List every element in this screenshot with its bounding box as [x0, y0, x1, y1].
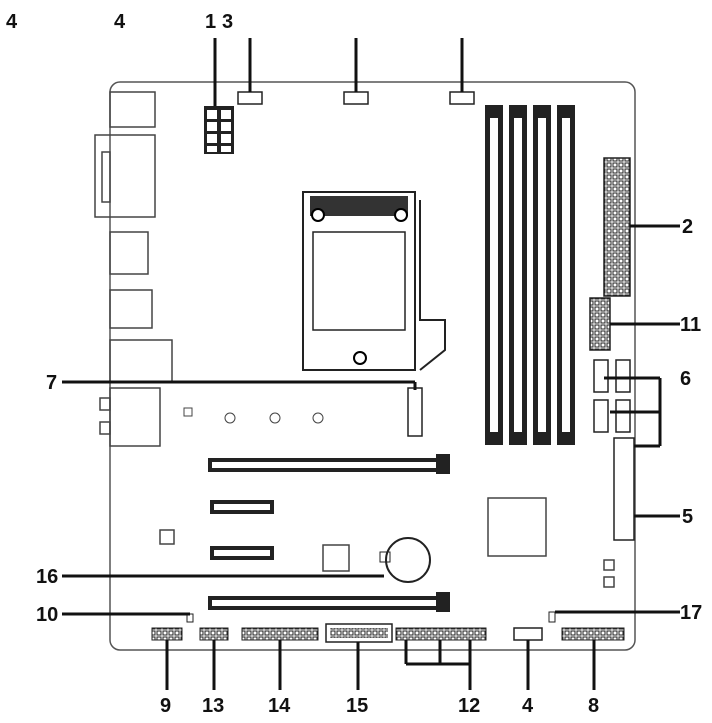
atx-24pin-connector	[603, 157, 631, 297]
board-outline	[109, 81, 636, 651]
dimm-slots	[485, 105, 575, 445]
callout-13: 13	[202, 695, 224, 717]
callout-7: 7	[46, 372, 57, 394]
callout-labels: 4 4 1 3 2 11 7 6 5 16 10 17 9 13 14 15 1…	[6, 11, 702, 717]
callout-17: 17	[680, 602, 702, 624]
callout-11: 11	[680, 314, 701, 336]
usb3-header	[589, 297, 611, 351]
rear-io-panel	[94, 91, 173, 447]
callout-12: 12	[458, 695, 480, 717]
sata-connectors	[593, 359, 631, 433]
bottom-headers	[151, 611, 625, 643]
callout-2: 2	[682, 216, 693, 238]
callout-6: 6	[680, 368, 691, 390]
cmos-battery	[385, 537, 431, 583]
callout-16: 16	[36, 566, 58, 588]
callout-15: 15	[346, 695, 368, 717]
callout-14: 14	[268, 695, 291, 717]
legacy-connector	[613, 437, 635, 541]
callout-9: 9	[160, 695, 171, 717]
callout-lines	[62, 38, 680, 690]
fan-headers-top	[237, 91, 475, 105]
atx-12v-connector	[204, 106, 234, 154]
m2-slot	[183, 387, 423, 437]
pcie-slots	[208, 454, 450, 612]
callout-4-top-left: 4	[6, 11, 18, 33]
cpu-socket	[302, 191, 446, 371]
callout-10: 10	[36, 604, 58, 626]
callout-1: 1	[205, 11, 216, 33]
callout-3: 3	[222, 11, 233, 33]
chipset-and-misc	[159, 497, 615, 588]
callout-4-top: 4	[114, 11, 126, 33]
callout-4-bottom: 4	[522, 695, 534, 717]
callout-8: 8	[588, 695, 599, 717]
callout-5: 5	[682, 506, 693, 528]
